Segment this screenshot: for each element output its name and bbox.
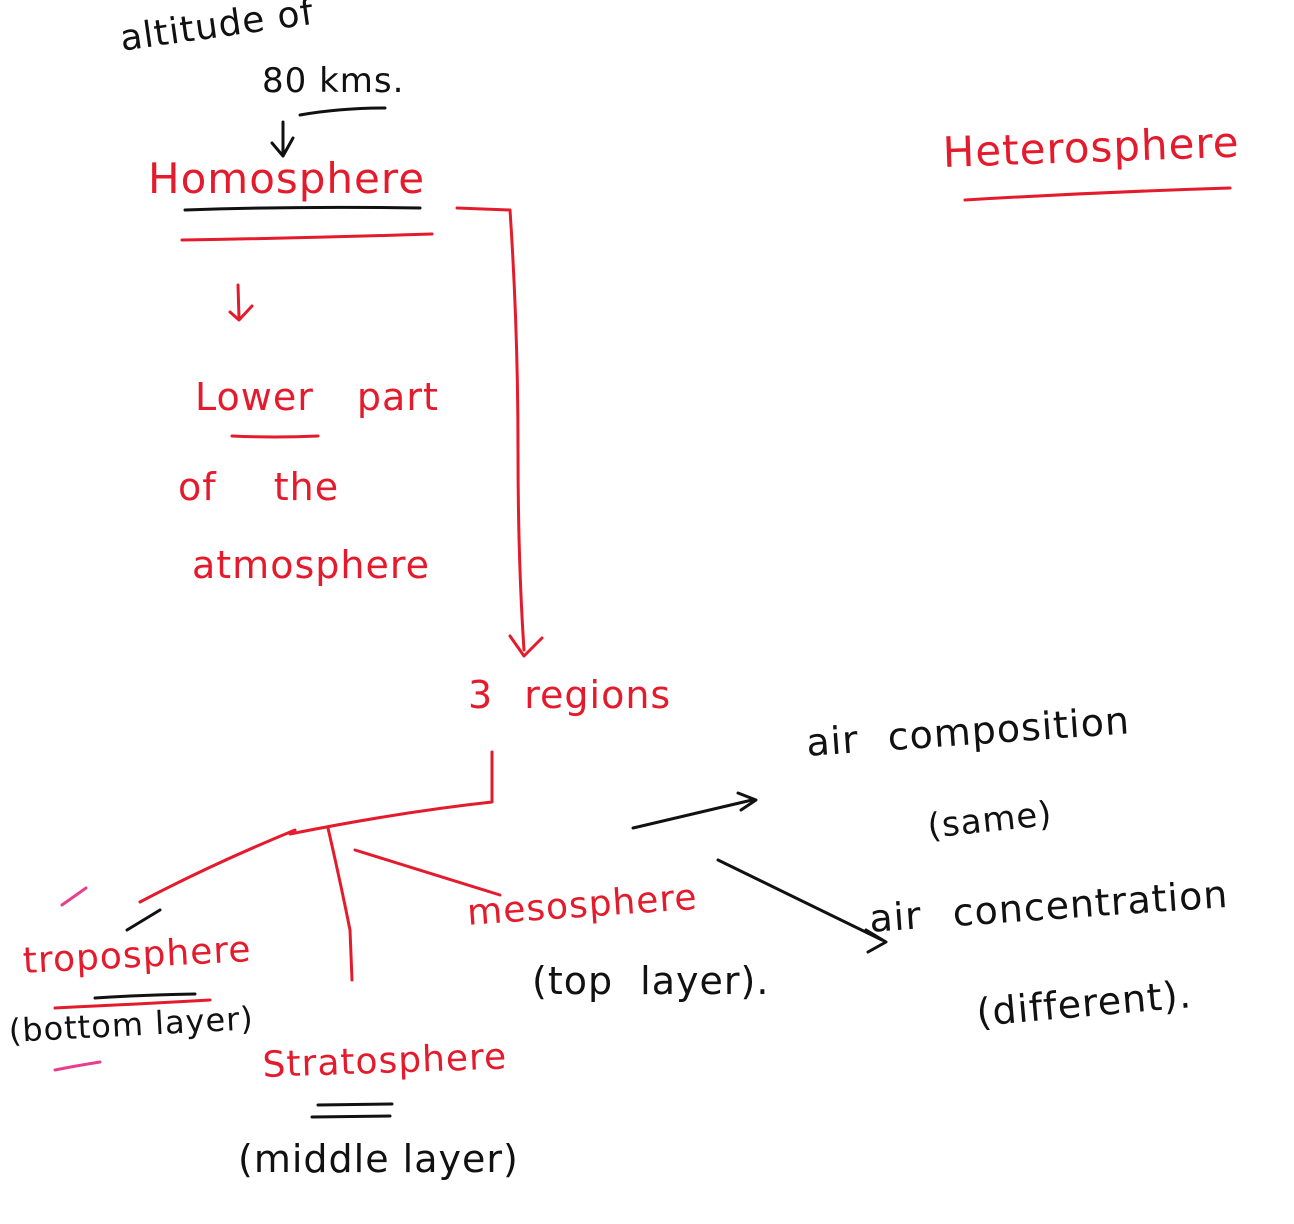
homosphere-title: Homosphere xyxy=(148,154,426,203)
arrow-to-air-concentration xyxy=(716,858,884,942)
tick-troposphere-pink xyxy=(60,886,88,907)
three-regions-text: 3 regions xyxy=(468,673,672,717)
heterosphere-title: Heterosphere xyxy=(941,117,1241,177)
stratosphere-underline-1 xyxy=(316,1102,394,1107)
stratosphere-underline-2 xyxy=(310,1114,392,1119)
atmosphere-text: atmosphere xyxy=(192,543,430,587)
homosphere-underline-1 xyxy=(183,205,422,212)
stratosphere-label: Stratosphere xyxy=(261,1036,508,1086)
homosphere-down-arrow xyxy=(236,283,241,320)
air-concentration-arrowhead xyxy=(864,928,888,954)
troposphere-underline-black xyxy=(93,992,197,1000)
homosphere-underline-2 xyxy=(180,232,434,242)
middle-layer-text: (middle layer) xyxy=(238,1137,519,1181)
bottom-underline-pink xyxy=(53,1060,102,1072)
lower-underline xyxy=(230,434,320,439)
lower-part-text: Lower part xyxy=(195,375,439,419)
air-composition-arrowhead xyxy=(736,791,758,812)
top-layer-text: (top layer). xyxy=(532,959,770,1003)
homosphere-to-regions-line xyxy=(455,206,526,652)
of-the-text: of the xyxy=(178,465,340,509)
tick-troposphere-black xyxy=(125,908,162,932)
arrow-to-air-composition xyxy=(631,798,754,830)
regions-trunk xyxy=(288,750,494,836)
altitude-text-line2: 80 kms. xyxy=(262,61,405,101)
homosphere-down-arrowhead xyxy=(228,304,254,322)
troposphere-underline-red xyxy=(53,998,212,1010)
branch-stratosphere xyxy=(326,826,354,982)
branch-troposphere xyxy=(138,828,297,904)
kms-underline xyxy=(298,106,387,117)
branch-mesosphere xyxy=(353,848,502,897)
altitude-arrowhead xyxy=(270,136,295,158)
heterosphere-underline xyxy=(963,186,1232,202)
regions-arrowhead xyxy=(508,634,544,658)
